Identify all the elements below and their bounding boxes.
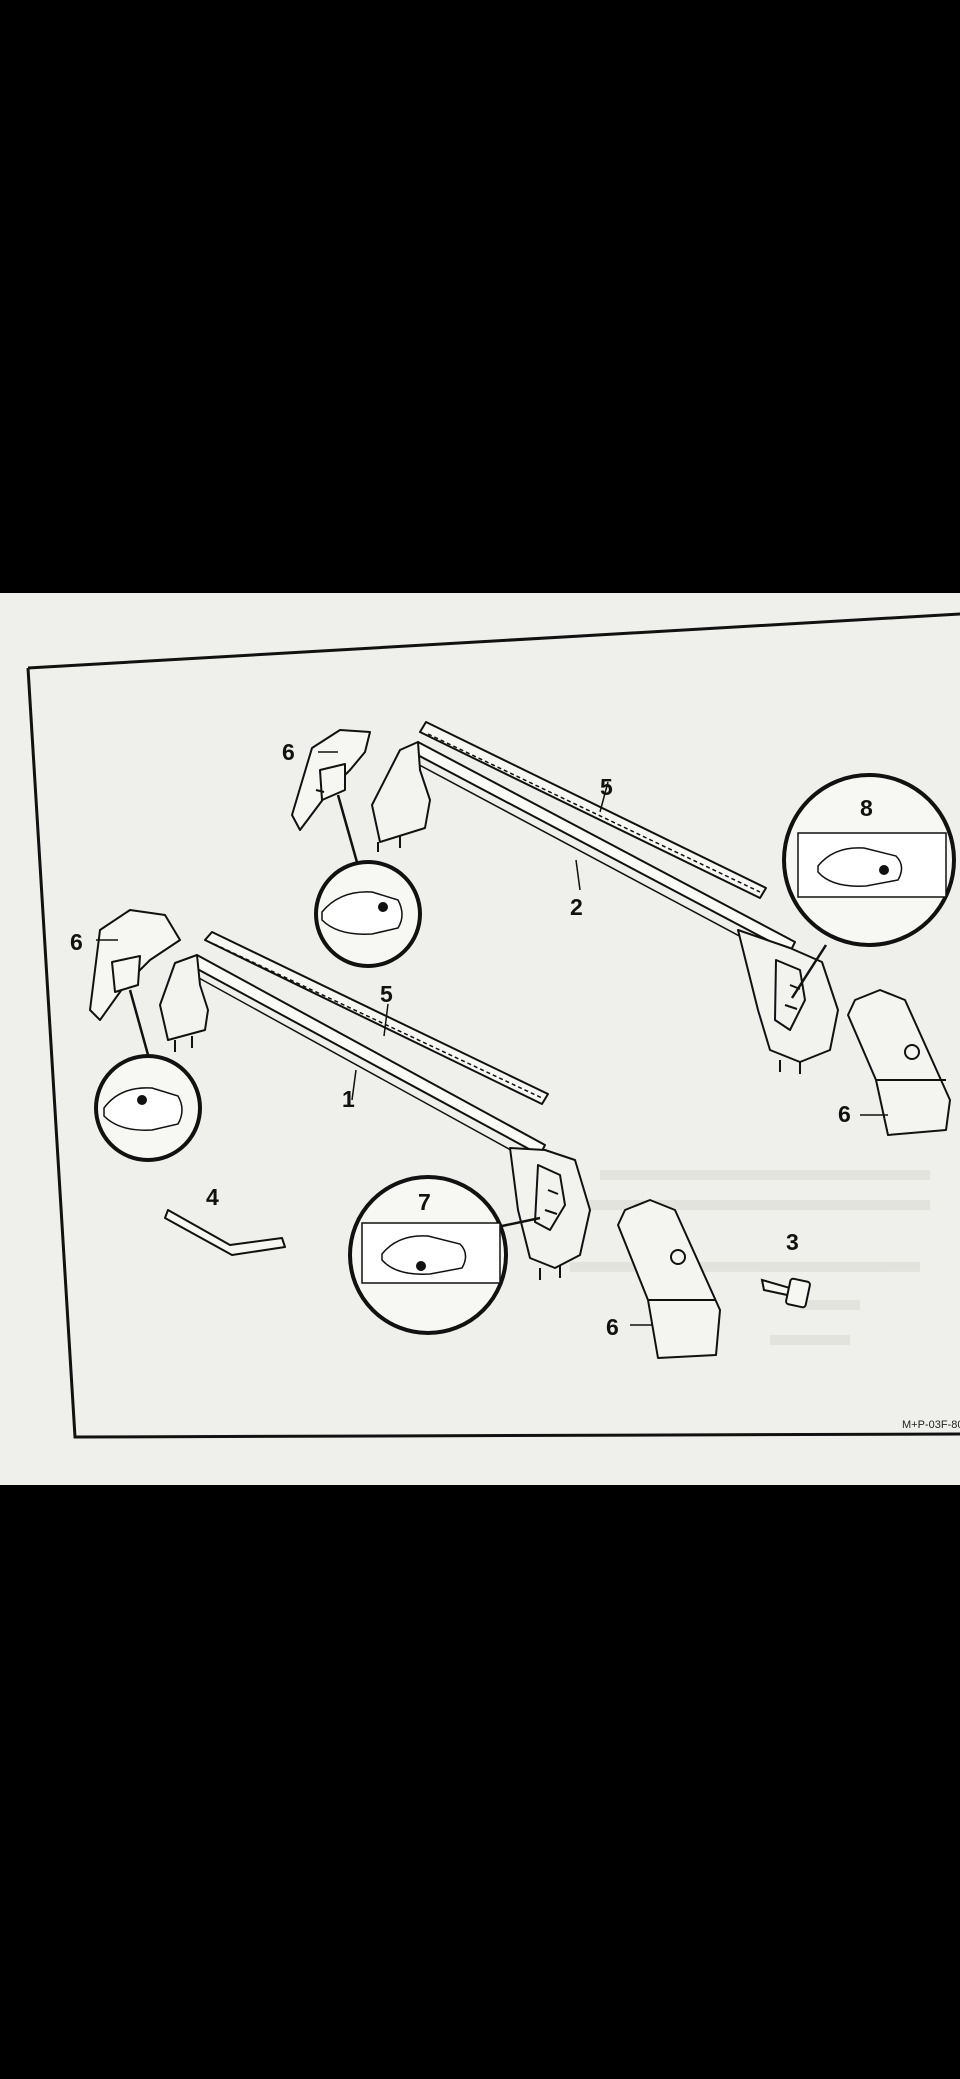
callout-1: 1 — [342, 1086, 355, 1112]
bar-front — [159, 931, 591, 1280]
end-cap-mid-left — [89, 909, 181, 1021]
callout-6-mid-left: 6 — [70, 929, 83, 955]
key — [760, 1277, 811, 1309]
document-code: M+P-03F-80 — [902, 1419, 960, 1431]
leader-front-left — [128, 989, 152, 1063]
callout-7: 7 — [418, 1189, 431, 1215]
callout-8: 8 — [860, 795, 873, 821]
callout-6-right-upper: 6 — [838, 1101, 851, 1127]
callout-6-top-left: 6 — [282, 739, 295, 765]
allen-key — [164, 1209, 286, 1256]
callout-4: 4 — [206, 1184, 219, 1210]
end-cap-right-upper — [847, 989, 951, 1136]
callout-leaders — [96, 751, 888, 1326]
position-front-detail — [348, 1175, 541, 1335]
diagram-frame — [26, 612, 960, 1439]
end-cap-bottom — [617, 1199, 721, 1359]
end-cap-top-left — [291, 729, 371, 831]
show-through-text — [560, 1170, 930, 1345]
callout-3: 3 — [786, 1229, 799, 1255]
callout-6-bottom: 6 — [606, 1314, 619, 1340]
position-rear-detail — [782, 773, 956, 999]
magnifier-front-left — [94, 1054, 202, 1162]
magnifier-rear-left — [314, 860, 422, 968]
callout-5-rear: 5 — [600, 774, 613, 800]
callout-5-front: 5 — [380, 981, 393, 1007]
callout-2: 2 — [570, 894, 583, 920]
